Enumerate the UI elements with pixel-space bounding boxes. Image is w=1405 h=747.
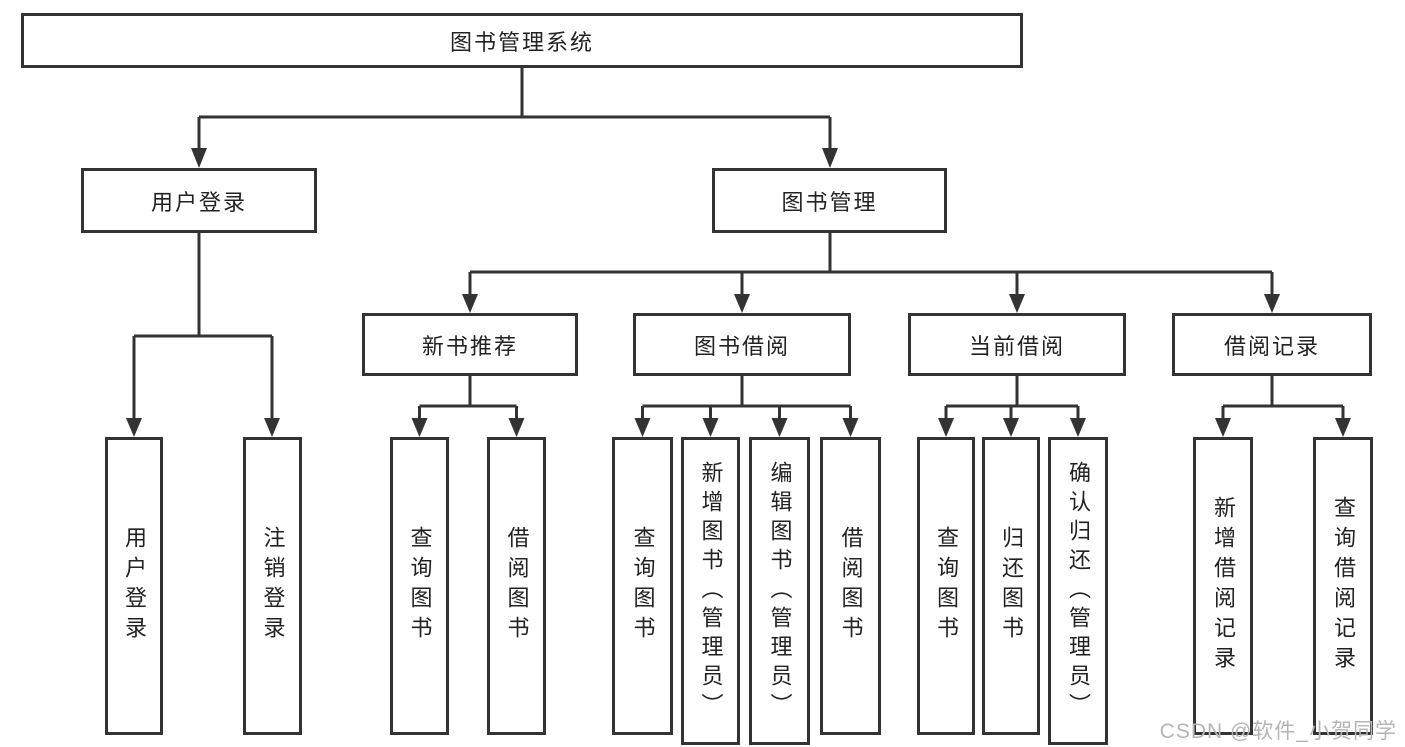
arrowhead-icons (126, 148, 1351, 437)
node-label: 用户登录 (122, 526, 147, 646)
node-label: 图书管理 (781, 189, 878, 215)
leaf-return-books: 归还图书 (982, 437, 1040, 735)
node-label: 当前借阅 (968, 333, 1065, 359)
node-user-login: 用户登录 (81, 168, 317, 233)
node-borrowing-records: 借阅记录 (1172, 313, 1372, 376)
leaf-query-borrow-record: 查询借阅记录 (1313, 437, 1373, 735)
leaf-query-books-recommend: 查询图书 (390, 437, 449, 735)
node-new-book-recommend: 新书推荐 (362, 313, 578, 376)
csdn-watermark: CSDN @软件_小贺同学 (1159, 720, 1397, 743)
node-label: 查询图书 (630, 526, 656, 646)
leaf-add-borrow-record: 新增借阅记录 (1193, 437, 1253, 735)
node-label: 图书借阅 (693, 333, 790, 359)
leaf-query-books-borrowing: 查询图书 (612, 437, 673, 735)
leaf-confirm-return-admin: 确认归还（管理员） (1048, 437, 1108, 745)
node-root-library-management-system: 图书管理系统 (21, 13, 1023, 68)
node-label: 确认归还（管理员） (1066, 460, 1091, 722)
node-book-management: 图书管理 (712, 168, 947, 233)
node-label: 借阅图书 (838, 526, 864, 646)
node-label: 新增图书（管理员） (698, 460, 724, 722)
leaf-user-login: 用户登录 (105, 437, 163, 735)
node-label: 查询图书 (407, 526, 433, 646)
node-label: 用户登录 (150, 189, 247, 215)
node-label: 新书推荐 (421, 333, 518, 359)
node-label: 归还图书 (999, 526, 1024, 646)
leaf-edit-books-admin: 编辑图书（管理员） (749, 437, 810, 745)
node-current-borrowing: 当前借阅 (908, 313, 1126, 376)
node-label: 新增借阅记录 (1211, 496, 1236, 676)
leaf-borrow-books-recommend: 借阅图书 (487, 437, 546, 735)
node-label: 编辑图书（管理员） (767, 460, 793, 722)
leaf-add-books-admin: 新增图书（管理员） (681, 437, 740, 745)
leaf-logout: 注销登录 (243, 437, 302, 735)
node-label: 注销登录 (260, 526, 286, 646)
node-label: 查询借阅记录 (1331, 496, 1356, 676)
node-label: 查询图书 (934, 526, 959, 646)
node-label: 借阅图书 (504, 526, 530, 646)
node-label: 借阅记录 (1223, 333, 1320, 359)
leaf-query-books-current: 查询图书 (917, 437, 975, 735)
node-book-borrowing: 图书借阅 (633, 313, 851, 376)
leaf-borrow-books: 借阅图书 (820, 437, 881, 735)
node-label: 图书管理系统 (449, 29, 594, 55)
